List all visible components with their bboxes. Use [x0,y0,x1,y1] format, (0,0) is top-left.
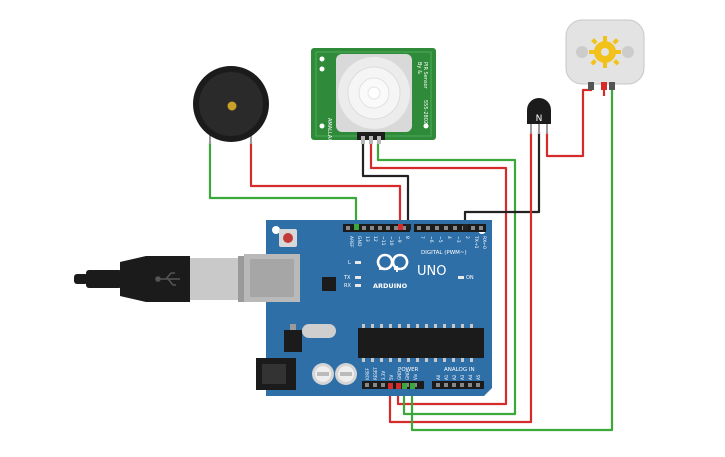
led-l [355,261,361,264]
wire-pir-out[interactable] [376,142,517,416]
transistor-body [527,98,551,124]
analog-header [432,381,484,389]
led-l-label: L [348,260,351,266]
pin-label: ~6 [428,236,434,243]
pin-label: 4 [446,236,452,239]
wire-transistor-motor[interactable] [545,88,592,158]
digital-pwm-label: DIGITAL (PWM~) [421,250,467,256]
pin-label: ~11 [380,236,386,246]
power-label: POWER [398,367,419,373]
gear-icon [589,36,621,68]
usb-chip [322,277,336,291]
led-on-label: ON [466,275,474,281]
pin-label: 3.3V [381,371,386,380]
pin-label: 12 [372,236,378,242]
pin-label: ~9 [396,236,402,243]
pin-label: 2 [464,236,470,239]
arduino-logo-icon [376,253,409,272]
pin-label: RX←0 [481,236,487,249]
pin-label: A2 [452,374,457,380]
led-rx [355,284,361,287]
digital-header-right [414,224,486,232]
voltage-regulator [284,330,302,352]
pin-label: ~10 [388,236,394,246]
capacitor [312,363,334,385]
pin-label: 7 [419,236,425,239]
wire-pir-gnd[interactable] [361,142,410,226]
pin-label: 5V [389,374,394,380]
led-rx-label: RX [344,283,351,289]
piezo-buzzer[interactable] [193,66,269,144]
arduino-model: UNO [417,264,446,279]
pin-label: A0 [436,374,441,380]
npn-transistor[interactable]: N [527,98,551,134]
pir-label-right: 555-28027 [422,100,428,127]
transistor-label: N [536,114,543,124]
wire-transistor-base[interactable] [463,132,541,226]
arduino-brand: ARDUINO [373,282,408,290]
pin-label: A5 [476,374,481,380]
pin-label: A3 [460,374,465,380]
analog-in-label: ANALOG IN [444,367,475,373]
pin-label: ~3 [455,236,461,243]
pin-label: 13 [364,236,370,242]
crystal-oscillator [302,324,336,338]
capacitor [335,363,357,385]
led-tx-label: TX [343,275,351,281]
pin-label: TX→1 [473,235,479,249]
wire-transistor-collector[interactable] [388,132,533,424]
arduino-uno-board[interactable]: L TX RX ON ARDUINO UNO AREF GND [244,220,492,396]
wire-buzzer-gnd[interactable] [208,142,358,226]
pir-label-top: PIR Sensor [422,62,428,90]
pin-label: IOREF [365,367,370,380]
pin-label: ~5 [437,236,443,243]
usb-icon [155,272,180,286]
pin-label: 8 [404,236,410,239]
dc-motor[interactable] [565,19,645,90]
wire-motor-vin[interactable] [410,90,614,432]
led-on [458,276,464,279]
digital-header-left [343,224,410,232]
buzzer-center [227,101,237,111]
pin-label: GND [397,371,402,380]
pin-label: A4 [468,374,473,380]
usb-plug [190,258,238,300]
wire-pir-vcc[interactable] [369,142,508,406]
wire-buzzer-signal[interactable] [249,142,402,226]
pir-label-top2: By & [416,62,422,74]
led-tx [355,276,361,279]
pin-label: A1 [444,374,449,380]
pin-label: GND [356,236,362,247]
pin-label: AREF [348,236,354,248]
atmega-chip [358,328,484,358]
pir-label-left: AMALLAX [326,118,332,142]
pir-sensor[interactable]: AMALLAX 555-28027 PIR Sensor By & [311,48,436,144]
pin-label: RESET [373,367,378,380]
pin-label: Vin [413,373,418,380]
pin-label: GND [405,371,410,380]
